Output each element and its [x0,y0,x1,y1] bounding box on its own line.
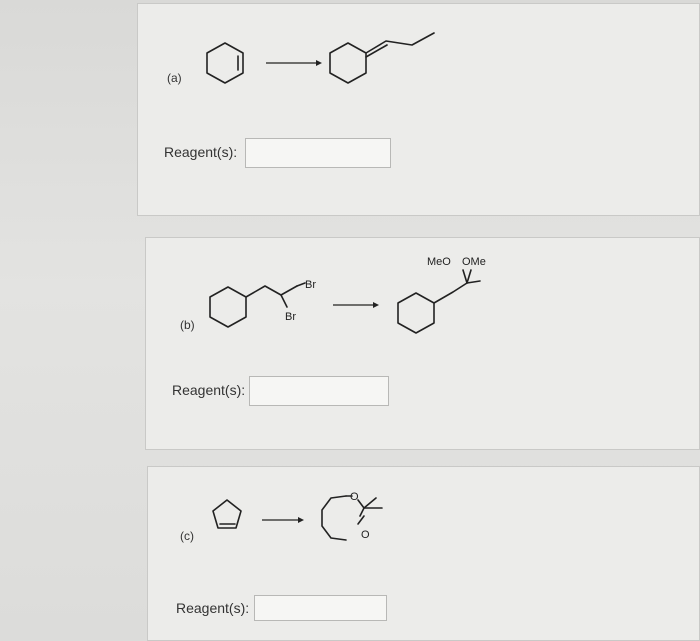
reaction-c-scheme: O O [212,491,383,541]
reagent-label-a: Reagent(s): [164,144,238,160]
product-c-structure: O O [321,491,383,541]
reaction-arrow-a [266,60,322,66]
ome-group: OMe [462,256,486,268]
reaction-a-scheme [206,32,435,84]
oxygen-atom-1: O [350,491,359,503]
part-b-label: (b) [180,318,195,332]
product-b-structure: MeO OMe [397,256,486,334]
cyclohexene-structure [206,42,244,84]
reaction-arrow-b [333,302,379,308]
reagent-input-c[interactable] [254,595,387,621]
cyclopentene-structure [212,499,242,529]
part-c-label: (c) [180,529,194,543]
reagent-label-c: Reagent(s): [176,600,250,616]
oxygen-atom-2: O [361,529,370,541]
reaction-b-scheme: Br Br MeO OMe [209,256,486,334]
reagent-label-b: Reagent(s): [172,382,246,398]
starting-material-b-structure: Br Br [209,279,316,328]
product-a-structure [329,32,435,84]
part-a-label: (a) [167,71,182,85]
reagent-input-b[interactable] [249,376,389,406]
question-panel-b [145,237,700,450]
reagent-input-a[interactable] [245,138,391,168]
question-panel-a [137,3,700,216]
br-atom-1: Br [305,279,316,291]
meo-group: MeO [427,256,451,268]
reaction-arrow-c [262,517,304,523]
br-atom-2: Br [285,311,296,323]
